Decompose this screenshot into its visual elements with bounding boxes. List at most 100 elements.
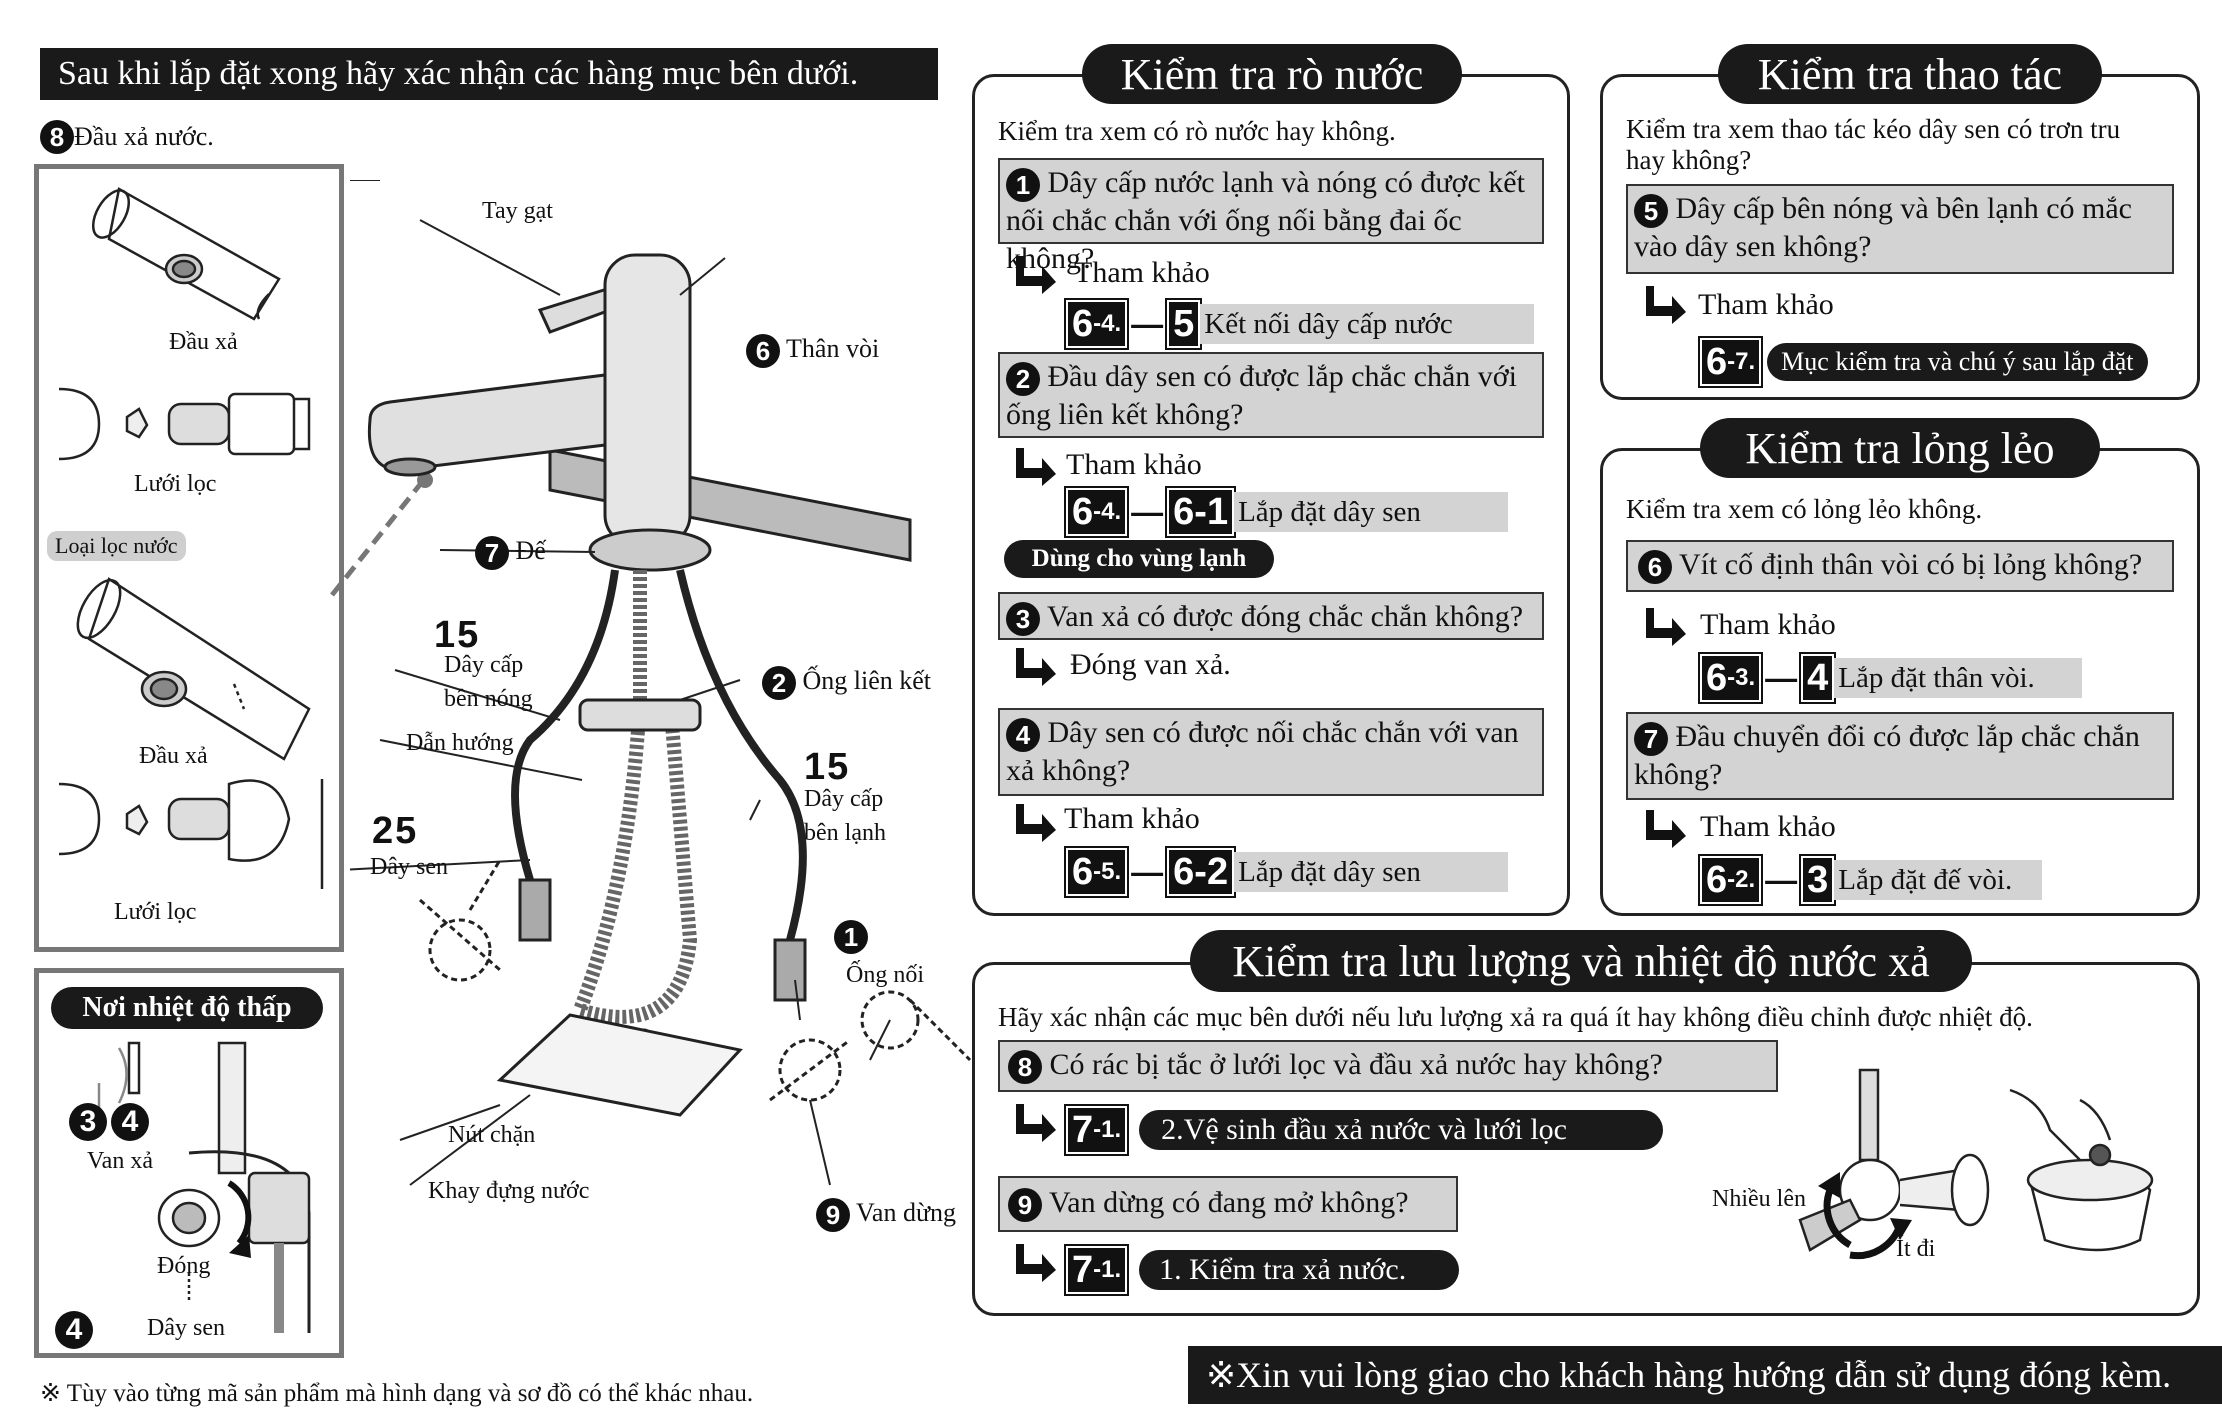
- filter-type-tag: Loại lọc nước: [47, 531, 186, 561]
- shower-hose-nums: 25: [372, 810, 419, 852]
- leak-q1: 1 Dây cấp nước lạnh và nóng có được kết …: [998, 158, 1544, 275]
- faucet-diagram: [350, 180, 972, 1186]
- ref-section: 6-2: [1165, 846, 1237, 898]
- loose-q7-num: 7: [1634, 722, 1668, 757]
- operation-ref5-label: Tham khảo: [1698, 288, 1834, 321]
- flow-q9-text: Van dừng có đang mở không?: [1048, 1186, 1409, 1219]
- ref-dash: —: [1131, 853, 1164, 890]
- item8-heading: 8 Đầu xả nước.: [40, 120, 214, 154]
- ref-badge: 6-4.: [1063, 298, 1130, 350]
- cold-supply-line1: Dây cấp: [804, 786, 884, 812]
- strainer-1-drawing: [58, 387, 311, 461]
- cold-area-title: Nơi nhiệt độ thấp: [51, 987, 323, 1029]
- ref-text-pill: Mục kiểm tra và chú ý sau lắp đặt: [1767, 343, 2148, 381]
- ref-section: 3: [1799, 854, 1837, 906]
- hot-supply-line2: bên nóng: [444, 686, 533, 712]
- less-label: Ít đi: [1896, 1236, 1936, 1262]
- cold-supply-line2: bên lạnh: [804, 820, 886, 846]
- ref-main: 7: [1072, 1248, 1094, 1291]
- luoi-loc-label-1: Lưới lọc: [134, 471, 217, 497]
- ref-main: 6: [1072, 850, 1094, 893]
- ref-arrow-icon: [1016, 256, 1056, 294]
- nozzle-1-drawing: [91, 187, 281, 321]
- ong-lien-ket-text: Ống liên kết: [802, 666, 932, 695]
- leak-q3-action: Đóng van xả.: [1070, 648, 1231, 681]
- de-label: 7 Đế: [475, 536, 546, 571]
- ref-badge: 6-7.: [1697, 336, 1764, 388]
- cold-region-pill-text: Dùng cho vùng lạnh: [1031, 545, 1247, 572]
- leak-title-text: Kiểm tra rò nước: [1120, 49, 1424, 99]
- ref-text-pill: 2.Vệ sinh đầu xả nước và lưới lọc: [1139, 1110, 1664, 1150]
- operation-title-text: Kiểm tra thao tác: [1757, 49, 2063, 99]
- cold-num-4-bottom: 4: [55, 1311, 93, 1349]
- ref-badge: 6-5.: [1063, 846, 1130, 898]
- ref-arrow-icon: [1016, 448, 1056, 486]
- dong-label: Đóng: [157, 1253, 211, 1279]
- drain-valve-drawing: [97, 1041, 311, 1333]
- loose-ref6: 6-3. — 4 Lắp đặt thân vòi.: [1697, 652, 2083, 704]
- loose-q6-text: Vít cố định thân vòi có bị lỏng không?: [1678, 548, 2143, 581]
- flow-check-title: Kiểm tra lưu lượng và nhiệt độ nước xả: [1190, 930, 1972, 992]
- ref-sub: -4.: [1093, 310, 1122, 337]
- cold-num-4: 4: [111, 1103, 149, 1141]
- ref-badge: 7-1.: [1063, 1104, 1130, 1156]
- leak-q4: 4 Dây sen có được nối chắc chắn với van …: [998, 708, 1544, 796]
- leak-q1-num: 1: [1006, 168, 1040, 203]
- ref-text: Lắp đặt dây sen: [1234, 852, 1509, 892]
- loose-ref7: 6-2. — 3 Lắp đặt đế vòi.: [1697, 854, 2043, 906]
- cleaning-illustration: [1798, 1068, 2154, 1260]
- loose-q7: 7 Đầu chuyển đổi có được lắp chắc chắn k…: [1626, 712, 2174, 800]
- footnote: ※ Tùy vào từng mã sản phẩm mà hình dạng …: [40, 1380, 754, 1407]
- van-xa-label: Van xả: [87, 1148, 153, 1174]
- ref-badge: 6-3.: [1697, 652, 1764, 704]
- van-dung-label: 9 Van dừng: [816, 1198, 956, 1233]
- luoi-loc-label-2: Lưới lọc: [114, 899, 197, 925]
- ref-sub: -2.: [1727, 866, 1756, 893]
- de-text: Đế: [515, 536, 546, 565]
- nozzle-detail-box: Đầu xả Lưới lọc Loại lọc nước Đầu xả Lướ…: [34, 164, 344, 952]
- loose-ref6-label: Tham khảo: [1700, 608, 1836, 641]
- leak-q3-num: 3: [1006, 602, 1040, 637]
- dashed-pointer: [330, 472, 433, 597]
- flow-q9-num: 9: [1008, 1188, 1042, 1223]
- flow-intro: Hãy xác nhận các mục bên dưới nếu lưu lư…: [998, 1002, 2033, 1032]
- stop-valve-right: [769, 990, 972, 1102]
- leak-ref2-label: Tham khảo: [1066, 448, 1202, 481]
- operation-q5-text: Dây cấp bên nóng và bên lạnh có mắc vào …: [1634, 192, 2132, 264]
- leak-check-title: Kiểm tra rò nước: [1082, 44, 1462, 104]
- operation-q5-num: 5: [1634, 194, 1668, 229]
- ref-section: 4: [1799, 652, 1837, 704]
- ref-text: Lắp đặt thân vòi.: [1834, 658, 2083, 698]
- leak-ref2: 6-4. — 6-1 Lắp đặt dây sen: [1063, 486, 1509, 538]
- ref-badge: 6-2.: [1697, 854, 1764, 906]
- footer-note: ※Xin vui lòng giao cho khách hàng hướng …: [1206, 1355, 2172, 1395]
- ref-main: 7: [1072, 1108, 1094, 1151]
- ref-arrow-icon: [1016, 1104, 1056, 1142]
- ref-dash: —: [1131, 493, 1164, 530]
- ong-noi-label: Ống nối: [846, 962, 924, 988]
- dan-huong-label: Dẫn hướng: [406, 730, 514, 756]
- leak-ref4: 6-5. — 6-2 Lắp đặt dây sen: [1063, 846, 1509, 898]
- loose-title-text: Kiểm tra lỏng lẻo: [1745, 423, 2055, 473]
- flow-q8-text: Có rác bị tắc ở lưới lọc và đầu xả nước …: [1049, 1048, 1663, 1081]
- ref-dash: —: [1765, 861, 1798, 898]
- ref-badge: 7-1.: [1063, 1244, 1130, 1296]
- ref-text: Lắp đặt dây sen: [1234, 492, 1509, 532]
- ref-main: 6: [1706, 656, 1728, 699]
- item8-number: 8: [40, 120, 74, 154]
- day-sen-label-cold: Dây sen: [147, 1315, 225, 1341]
- faucet-body: [603, 253, 692, 547]
- flow-ref8: 7-1. 2.Vệ sinh đầu xả nước và lưới lọc: [1063, 1104, 1664, 1156]
- ong-lien-ket-num: 2: [762, 666, 796, 701]
- than-voi-label: 6 Thân vòi: [746, 334, 879, 369]
- ref-main: 6: [1072, 302, 1094, 345]
- ref-main: 6: [1706, 858, 1728, 901]
- guide-bracket: [578, 698, 702, 732]
- ref-sub: -7.: [1727, 348, 1756, 375]
- hot-fitting: [518, 878, 552, 942]
- hot-hose: [511, 569, 619, 882]
- leak-ref1-label: Tham khảo: [1074, 256, 1210, 289]
- leak-q4-text: Dây sen có được nối chắc chắn với van xả…: [1006, 716, 1519, 788]
- faucet-spout: [367, 373, 607, 472]
- flow-title-text: Kiểm tra lưu lượng và nhiệt độ nước xả: [1232, 936, 1930, 986]
